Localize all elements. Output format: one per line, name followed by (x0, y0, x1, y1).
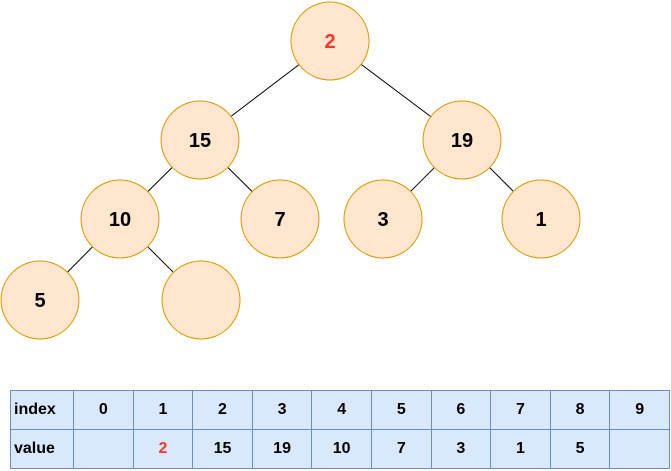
tree-node: 1 (501, 179, 581, 259)
value-cell: 1 (490, 429, 551, 469)
tree-node-circle (240, 179, 320, 259)
tree-edges (67, 64, 514, 273)
tree-node-label: 2 (324, 31, 335, 53)
tree-node-label: 1 (535, 209, 546, 231)
tree-edge-n3-n7 (489, 167, 514, 192)
index-cell: 4 (311, 390, 372, 430)
index-cell: 9 (609, 390, 670, 430)
tree-edge-n2-n5 (227, 167, 253, 192)
index-cell: 7 (490, 390, 551, 430)
tree-node-label: 3 (377, 209, 388, 231)
tree-node: 5 (0, 260, 80, 340)
tree-node: 15 (160, 100, 240, 180)
tree-node: 7 (240, 179, 320, 259)
tree-node-label: 7 (274, 209, 285, 231)
tree-node: 10 (80, 179, 160, 259)
tree-node-circle (343, 179, 423, 259)
value-row-label: value (10, 429, 74, 469)
value-cell: 5 (549, 429, 611, 469)
index-cell: 6 (430, 390, 492, 430)
tree-edge-n4-n9 (147, 246, 174, 273)
tree-node: 2 (290, 1, 370, 81)
value-cell (73, 429, 134, 469)
index-cell: 2 (192, 390, 253, 430)
tree-edge-n3-n6 (410, 167, 435, 192)
tree-edge-n2-n4 (147, 167, 173, 192)
tree-node-label: 15 (189, 130, 211, 152)
tree-node-label: 5 (34, 290, 45, 312)
index-cell: 3 (251, 390, 313, 430)
value-cell: 10 (311, 429, 372, 469)
index-cell: 5 (370, 390, 432, 430)
index-cell: 8 (549, 390, 611, 430)
tree-node-label: 10 (109, 209, 131, 231)
tree-node: 3 (343, 179, 423, 259)
value-cell: 2 (132, 429, 194, 469)
index-row-label: index (10, 390, 74, 430)
value-cell: 19 (251, 429, 313, 469)
tree-node-circle (422, 100, 502, 180)
tree-node: 19 (422, 100, 502, 180)
index-cell: 0 (73, 390, 134, 430)
tree-node-circle (160, 100, 240, 180)
value-cell: 3 (430, 429, 492, 469)
tree-node-circle (501, 179, 581, 259)
tree-node-circle (0, 260, 80, 340)
tree-edge-n1-n3 (360, 64, 432, 117)
tree-edge-n1-n2 (230, 64, 300, 117)
tree-node-circle (290, 1, 370, 81)
tree-edge-n4-n8 (67, 246, 93, 273)
value-cell (609, 429, 670, 469)
value-cell: 7 (370, 429, 432, 469)
index-cell: 1 (132, 390, 194, 430)
value-cell: 15 (192, 429, 253, 469)
tree-node-label: 19 (451, 130, 473, 152)
tree-node (161, 260, 241, 340)
tree-node-circle (161, 260, 241, 340)
tree-node-circle (80, 179, 160, 259)
